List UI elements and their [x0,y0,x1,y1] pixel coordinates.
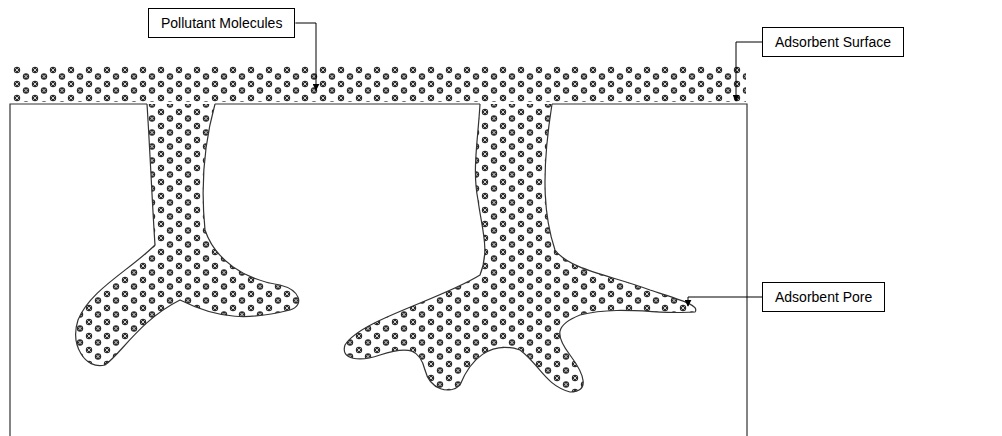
callout-box: Adsorbent Pore [762,282,885,312]
callout-text: Adsorbent Pore [775,289,872,305]
leader-line [295,23,316,90]
callout-text: Adsorbent Surface [775,34,891,50]
callout-box: Adsorbent Surface [762,27,904,57]
leader-line [688,297,762,306]
adsorbent-pore [344,104,696,392]
adsorbent-pore [76,104,299,366]
leader-line [736,42,762,101]
callout-box: Pollutant Molecules [148,8,295,38]
molecule-layer [12,66,746,102]
adsorbent-body [10,104,747,436]
callout-text: Pollutant Molecules [161,15,282,31]
